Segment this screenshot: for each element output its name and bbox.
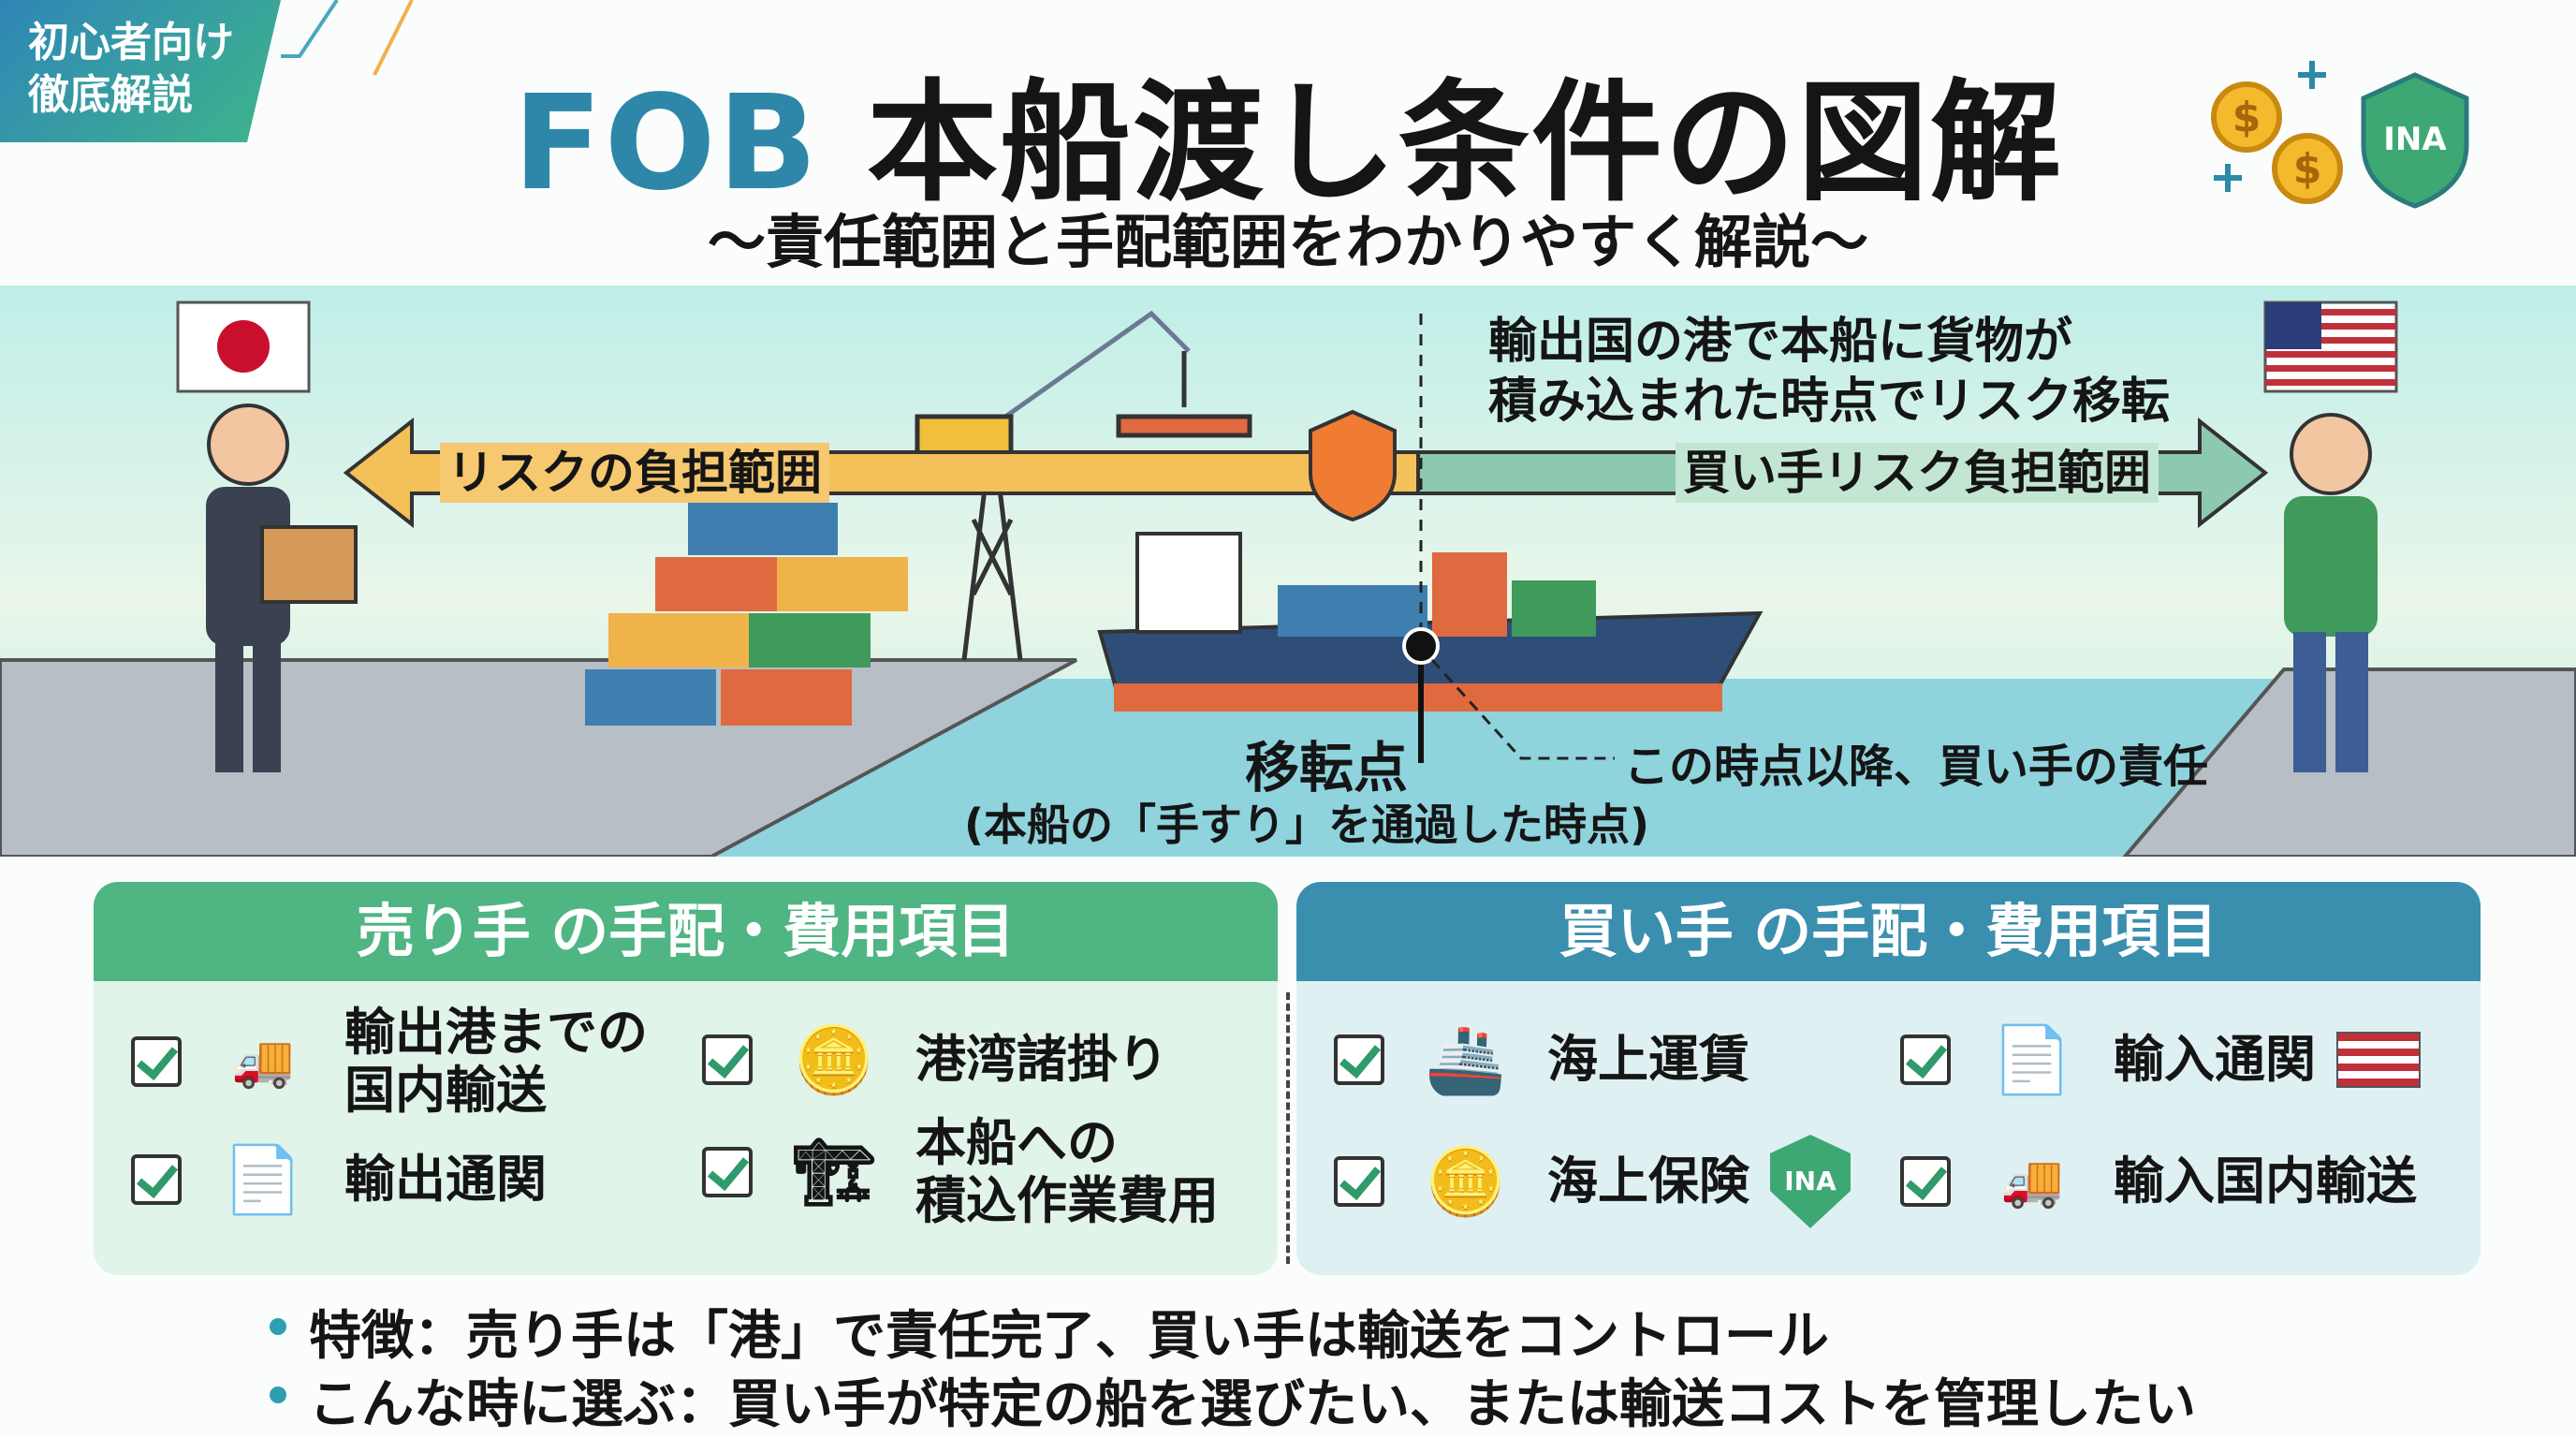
transfer-point-label: 移転点 <box>1245 736 1409 800</box>
title-accent: FOB <box>512 67 820 220</box>
transfer-point-subtitle: (本船の「手すり」を通過した時点) <box>964 800 1650 850</box>
seller-item: 📄輸出通関 <box>131 1133 547 1226</box>
decor-lines <box>281 0 414 76</box>
seller-panel: 売り手 の手配・費用項目 🚚輸出港までの 国内輸送 🪙港湾諸掛り 📄輸出通関 🏗… <box>94 882 1278 1275</box>
seller-item: 🏗本船への 積込作業費用 <box>702 1114 1219 1230</box>
buyer-item: 🚢海上運賃 <box>1334 1013 1749 1107</box>
seller-person-icon <box>206 404 358 772</box>
seller-risk-label: リスクの負担範囲 <box>440 443 829 503</box>
badge-line-1: 初心者向け <box>28 19 234 66</box>
checkbox-icon <box>1900 1034 1951 1085</box>
buyer-person-icon <box>2284 413 2378 772</box>
coins-icon: 🪙 <box>1425 1143 1507 1220</box>
svg-text:$: $ <box>2293 145 2322 193</box>
crane-icon <box>915 310 1252 661</box>
ship-icon <box>1097 532 1764 712</box>
page-title: FOB 本船渡し条件の図解 <box>0 37 2576 227</box>
when-to-choose-bullet: こんな時に選ぶ：買い手が特定の船を選びたい、または輸送コストを管理したい <box>270 1362 2196 1438</box>
buyer-item: 📄輸入通関 <box>1900 1013 2421 1107</box>
panel-divider <box>1286 992 1290 1264</box>
ina-text: INA <box>2383 121 2447 158</box>
usa-flag-icon <box>2263 301 2398 393</box>
transfer-point-marker <box>1402 627 1440 665</box>
checkbox-icon <box>131 1036 182 1087</box>
buyer-panel-title: 買い手 の手配・費用項目 <box>1296 882 2481 981</box>
transfer-note-line-2: 積み込まれた時点でリスク移転 <box>1488 374 2171 430</box>
beginner-badge: 初心者向け 徹底解説 <box>0 0 281 142</box>
transfer-note-line-1: 輸出国の港で本船に貨物が <box>1488 314 2073 370</box>
scene-illustration <box>0 301 2576 857</box>
container-stack <box>585 503 908 726</box>
shield-icon <box>1309 409 1397 522</box>
ina-shield-icon: INA <box>1770 1135 1851 1228</box>
checkbox-icon <box>702 1034 753 1085</box>
checkbox-icon <box>1334 1156 1384 1207</box>
checkbox-icon <box>131 1154 182 1205</box>
seller-panel-title: 売り手 の手配・費用項目 <box>94 882 1278 981</box>
truck-icon: 🚚 <box>231 1032 295 1091</box>
ship-icon: 🚢 <box>1425 1021 1507 1098</box>
feature-bullet: 特徴：売り手は「港」で責任完了、買い手は輸送をコントロール <box>270 1294 1829 1370</box>
page-subtitle: 〜責任範囲と手配範囲をわかりやすく解説〜 <box>707 208 1868 276</box>
seller-item: 🪙港湾諸掛り <box>702 1013 1168 1107</box>
buyer-risk-label: 買い手リスク負担範囲 <box>1676 443 2159 503</box>
box-icon <box>260 525 358 604</box>
document-icon: 📄 <box>1991 1021 2073 1098</box>
usa-flag-icon <box>2336 1032 2421 1088</box>
truck-usa-icon: 🚚 <box>2000 1152 2064 1211</box>
fob-scene: リスクの負担範囲 買い手リスク負担範囲 輸出国の港で本船に貨物が 積み込まれた時… <box>0 286 2576 857</box>
after-transfer-note: この時点以降、買い手の責任 <box>1624 741 2209 793</box>
title-main: 本船渡し条件の図解 <box>819 67 2064 220</box>
coins-shield-decor: $ $ INA <box>2211 61 2469 209</box>
checkbox-icon <box>1334 1034 1384 1085</box>
crane-icon: 🏗 <box>792 1134 876 1211</box>
buyer-item: 🚚輸入国内輸送 <box>1900 1135 2417 1228</box>
coins-icon: 🪙 <box>793 1021 875 1098</box>
seller-item: 🚚輸出港までの 国内輸送 <box>131 1004 648 1120</box>
badge-line-2: 徹底解説 <box>28 71 193 119</box>
document-check-icon: 📄 <box>222 1141 304 1218</box>
checkbox-icon <box>702 1147 753 1197</box>
checkbox-icon <box>1900 1156 1951 1207</box>
svg-text:$: $ <box>2232 94 2261 141</box>
